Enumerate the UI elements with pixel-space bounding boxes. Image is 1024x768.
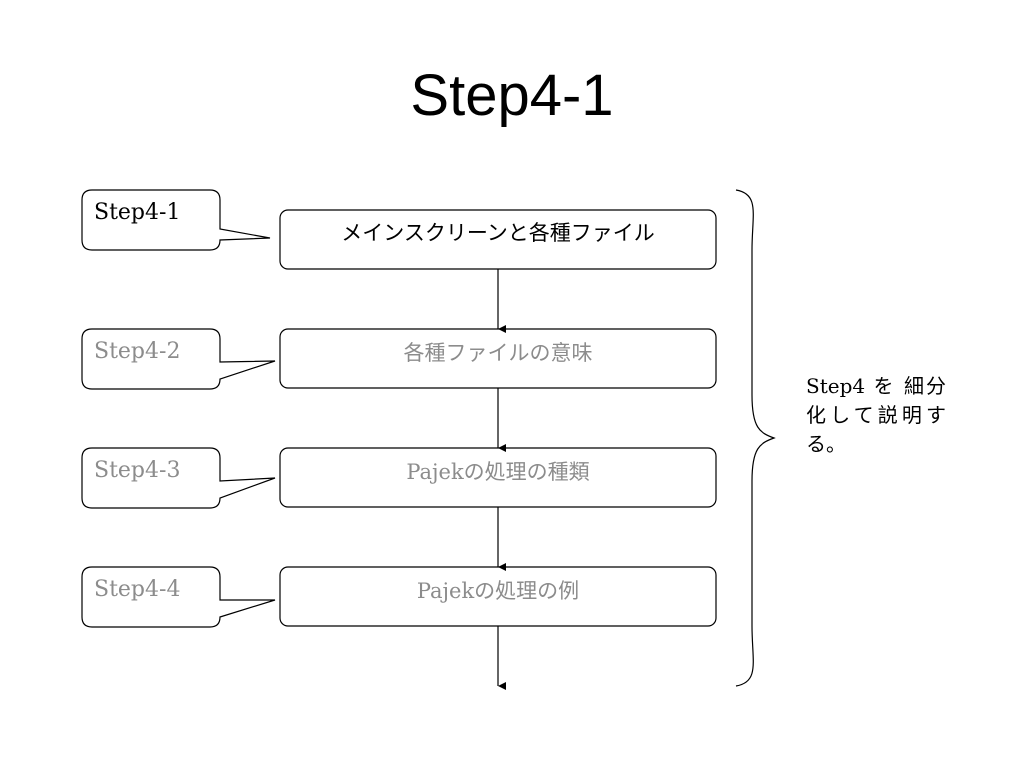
callout-label-step4-3: Step4-3 — [94, 458, 181, 483]
callout-label-step4-4: Step4-4 — [94, 577, 181, 602]
box-label-step4-2: 各種ファイルの意味 — [403, 341, 593, 365]
callout-bubble — [81, 328, 276, 390]
box-label-step4-1: メインスクリーンと各種ファイル — [341, 221, 655, 245]
callout-bubble — [81, 566, 276, 628]
callout-label-step4-2: Step4-2 — [94, 339, 181, 364]
callout-label-step4-1: Step4-1 — [94, 200, 181, 225]
box-label-step4-3: Pajekの処理の種類 — [406, 460, 590, 484]
callout-bubble — [81, 447, 276, 509]
callout-bubble — [81, 189, 271, 251]
curly-brace — [735, 189, 776, 687]
side-note: Step4 を 細分化して説明する。 — [806, 374, 946, 456]
box-label-step4-4: Pajekの処理の例 — [416, 579, 580, 603]
slide-title: Step4-1 — [410, 63, 614, 128]
